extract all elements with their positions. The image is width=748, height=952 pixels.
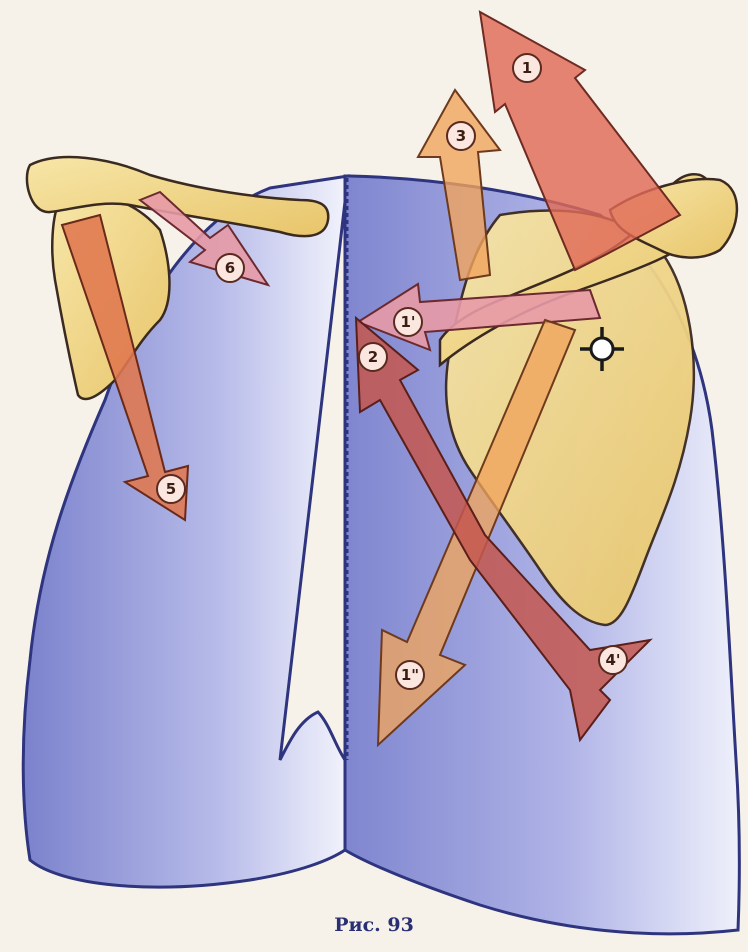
tag-4-prime: 4'	[599, 646, 627, 674]
tag-4-prime-label: 4'	[605, 651, 620, 669]
tag-5: 5	[157, 475, 185, 503]
tag-1-double-prime: 1"	[396, 661, 424, 689]
tag-2: 2	[359, 343, 387, 371]
tag-3-label: 3	[456, 127, 466, 145]
tag-1-label: 1	[522, 59, 532, 77]
tag-3: 3	[447, 122, 475, 150]
tag-1-double-prime-label: 1"	[401, 666, 419, 684]
tag-2-label: 2	[368, 348, 378, 366]
tag-1-prime-label: 1'	[400, 313, 415, 331]
tag-6: 6	[216, 254, 244, 282]
tag-6-label: 6	[225, 259, 235, 277]
tag-1: 1	[513, 54, 541, 82]
tag-5-label: 5	[166, 480, 176, 498]
figure-caption: Рис. 93	[0, 914, 748, 936]
tag-1-prime: 1'	[394, 308, 422, 336]
